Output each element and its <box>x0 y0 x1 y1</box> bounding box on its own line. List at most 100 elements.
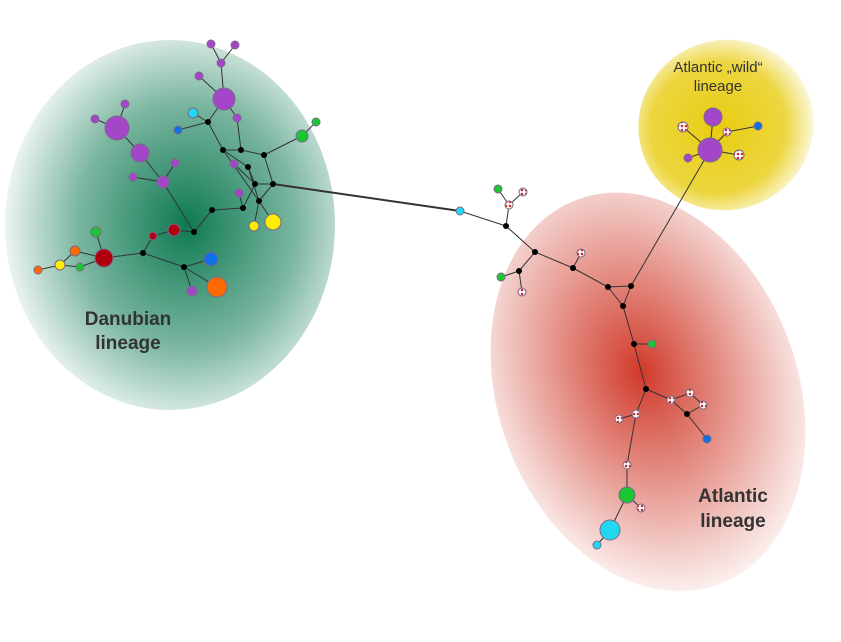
network-edge <box>645 388 672 401</box>
haplotype-node-purple <box>130 143 150 163</box>
haplotype-node-hatched <box>576 248 586 258</box>
network-edge <box>222 149 249 168</box>
median-vector-node <box>631 341 637 347</box>
network-edge <box>211 207 244 211</box>
network-edge <box>572 267 609 288</box>
danubian-label-line2: lineage <box>95 333 160 354</box>
network-edge <box>622 285 632 307</box>
wild-label-line2: lineage <box>694 78 742 95</box>
haplotype-node-hatched <box>698 400 708 410</box>
haplotype-node-orange <box>69 245 81 257</box>
atlantic-lineage-zone <box>490 192 806 592</box>
network-edge <box>607 286 624 307</box>
network-edge <box>272 183 461 212</box>
haplotype-node-green <box>618 486 636 504</box>
haplotype-node-blue <box>173 125 183 135</box>
haplotype-node-green <box>75 262 85 272</box>
median-vector-node <box>205 119 211 125</box>
wild-lineage-zone <box>638 39 814 211</box>
haplotype-node-green <box>647 339 657 349</box>
network-edge <box>607 285 632 288</box>
network-edge <box>240 149 265 156</box>
median-vector-node <box>240 205 246 211</box>
haplotype-node-cyan <box>592 540 602 550</box>
median-vector-node <box>252 181 258 187</box>
haplotype-node-purple <box>120 99 130 109</box>
network-edge <box>236 117 242 151</box>
haplotype-node-hatched <box>685 388 695 398</box>
network-edge <box>263 135 303 156</box>
haplotype-node-purple <box>230 40 240 50</box>
network-edge <box>142 252 185 268</box>
danubian-label-line1: Danubian <box>85 309 172 330</box>
median-vector-node <box>245 164 251 170</box>
median-vector-node <box>516 268 522 274</box>
haplotype-node-purple <box>703 107 723 127</box>
haplotype-node-purple <box>232 113 242 123</box>
median-vector-node <box>620 303 626 309</box>
network-edge <box>622 305 635 345</box>
haplotype-node-cyan <box>599 519 621 541</box>
network-edge <box>258 183 274 202</box>
haplotype-node-purple <box>216 58 226 68</box>
haplotype-node-green <box>493 184 503 194</box>
network-edge <box>207 121 224 151</box>
network-edge <box>222 149 260 202</box>
network-edge <box>162 181 195 233</box>
haplotype-node-purple <box>683 153 693 163</box>
haplotype-node-hatched <box>518 187 528 197</box>
median-vector-node <box>503 223 509 229</box>
haplotype-node-purple <box>104 115 130 141</box>
haplotype-node-blue <box>753 121 763 131</box>
haplotype-node-purple <box>194 71 204 81</box>
network-edge <box>177 121 209 131</box>
haplotype-node-hatched <box>504 200 514 210</box>
atlantic-label-line2: lineage <box>700 511 765 532</box>
haplotype-node-hatched <box>666 395 676 405</box>
median-vector-node <box>209 207 215 213</box>
median-vector-node <box>628 283 634 289</box>
haplotype-node-hatched <box>636 503 646 513</box>
haplotype-node-purple <box>206 39 216 49</box>
haplotype-node-blue <box>203 251 219 267</box>
network-edge <box>193 209 213 233</box>
haplotype-node-green <box>90 226 102 238</box>
median-vector-node <box>532 249 538 255</box>
haplotype-node-hatched <box>722 127 732 137</box>
haplotype-node-darkred <box>94 248 114 268</box>
haplotype-node-hatched <box>733 149 745 161</box>
median-vector-node <box>238 147 244 153</box>
network-edge <box>626 413 637 466</box>
wild-label-line1: Atlantic „wild“ <box>673 59 762 76</box>
network-edge <box>633 343 647 390</box>
median-vector-node <box>220 147 226 153</box>
haplotype-node-purple <box>186 285 198 297</box>
median-vector-node <box>140 250 146 256</box>
network-edge <box>726 125 759 133</box>
haplotype-node-hatched <box>614 414 624 424</box>
haplotype-node-green <box>311 117 321 127</box>
haplotype-node-darkred <box>167 223 181 237</box>
median-vector-node <box>270 181 276 187</box>
haplotype-node-darkred <box>148 231 158 241</box>
network-edge <box>459 210 507 227</box>
haplotype-node-purple <box>170 158 180 168</box>
haplotype-node-purple <box>128 172 138 182</box>
median-vector-node <box>256 198 262 204</box>
median-vector-node <box>261 152 267 158</box>
haplotype-node-hatched <box>677 121 689 133</box>
network-edge <box>534 251 574 269</box>
median-vector-node <box>605 284 611 290</box>
network-edge <box>686 413 708 440</box>
haplotype-node-yellow <box>248 220 260 232</box>
haplotype-node-purple <box>229 159 239 169</box>
median-vector-node <box>643 386 649 392</box>
network-edge <box>505 225 536 253</box>
haplotype-node-purple <box>90 114 100 124</box>
network-nodes <box>33 39 763 550</box>
median-vector-node <box>570 265 576 271</box>
haplotype-node-hatched <box>631 409 641 419</box>
haplotype-node-purple <box>697 137 723 163</box>
haplotype-node-hatched <box>517 287 527 297</box>
